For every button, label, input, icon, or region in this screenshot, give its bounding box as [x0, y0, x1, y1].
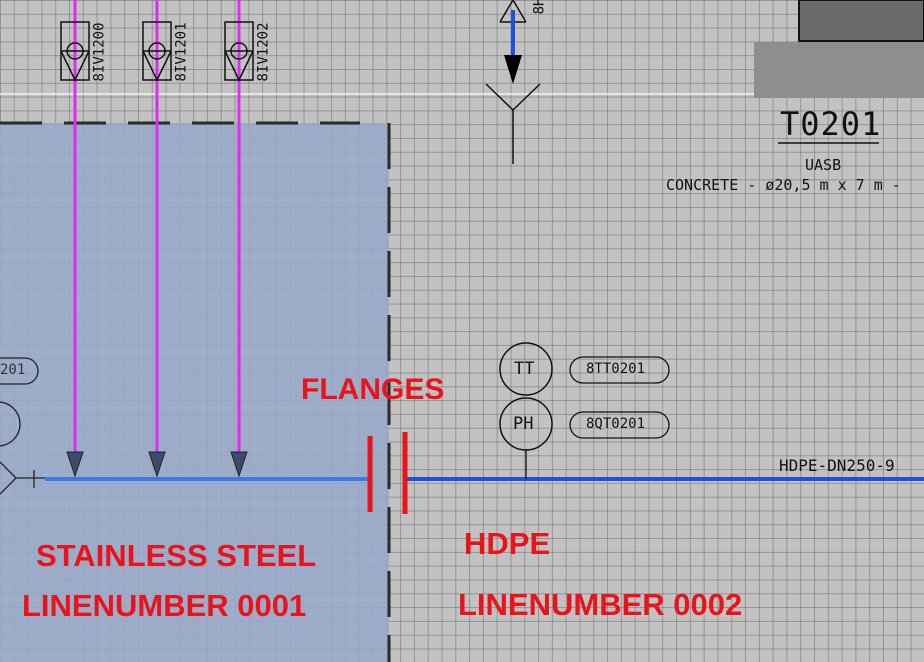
stainless-steel-zone [0, 123, 389, 662]
annotation-flanges: FLANGES [301, 373, 445, 406]
flow-arrow-3 [230, 451, 248, 478]
tank-id[interactable]: T0201 [780, 105, 882, 143]
top-nozzle-symbol [485, 0, 541, 164]
instrument-PH-bubble[interactable] [499, 397, 553, 451]
tank-outline [754, 42, 924, 98]
flow-arrow-2 [148, 451, 166, 478]
annotation-right-line: LINENUMBER 0002 [458, 587, 743, 622]
tank-spec: CONCRETE - ø20,5 m x 7 m - [666, 176, 901, 194]
left-partial-equipment [0, 357, 45, 495]
instrument-TT-symbol: TT [514, 359, 535, 379]
annotation-left-line: LINENUMBER 0001 [22, 588, 307, 623]
instrument-tag-1: 8TT0201 [586, 361, 646, 377]
valve-8IV1202[interactable] [224, 21, 254, 82]
valve-tag-2: 8IV1201 [173, 22, 190, 82]
instrument-PH-symbol: PH [513, 414, 534, 434]
valve-8IV1201[interactable] [142, 21, 172, 82]
instrument-TT-bubble[interactable] [499, 342, 553, 396]
annotation-left-material: STAINLESS STEEL [36, 538, 317, 573]
instrument-tag-box-1 [569, 356, 670, 384]
top-partial-tag: 8H [531, 0, 548, 15]
left-partial-tag: 201 [0, 362, 26, 378]
valve-8IV1200[interactable] [60, 21, 90, 82]
line-label: HDPE-DN250-9 [779, 456, 895, 475]
valve-tag-3: 8IV1202 [255, 22, 272, 82]
annotation-right-material: HDPE [464, 526, 551, 561]
instrument-tag-2: 8QT0201 [586, 416, 646, 432]
tank-top [798, 0, 924, 42]
flow-arrow-1 [66, 451, 84, 478]
instrument-tag-box-2 [569, 411, 670, 439]
tank-type: UASB [805, 156, 842, 174]
valve-tag-1: 8IV1200 [91, 22, 108, 82]
